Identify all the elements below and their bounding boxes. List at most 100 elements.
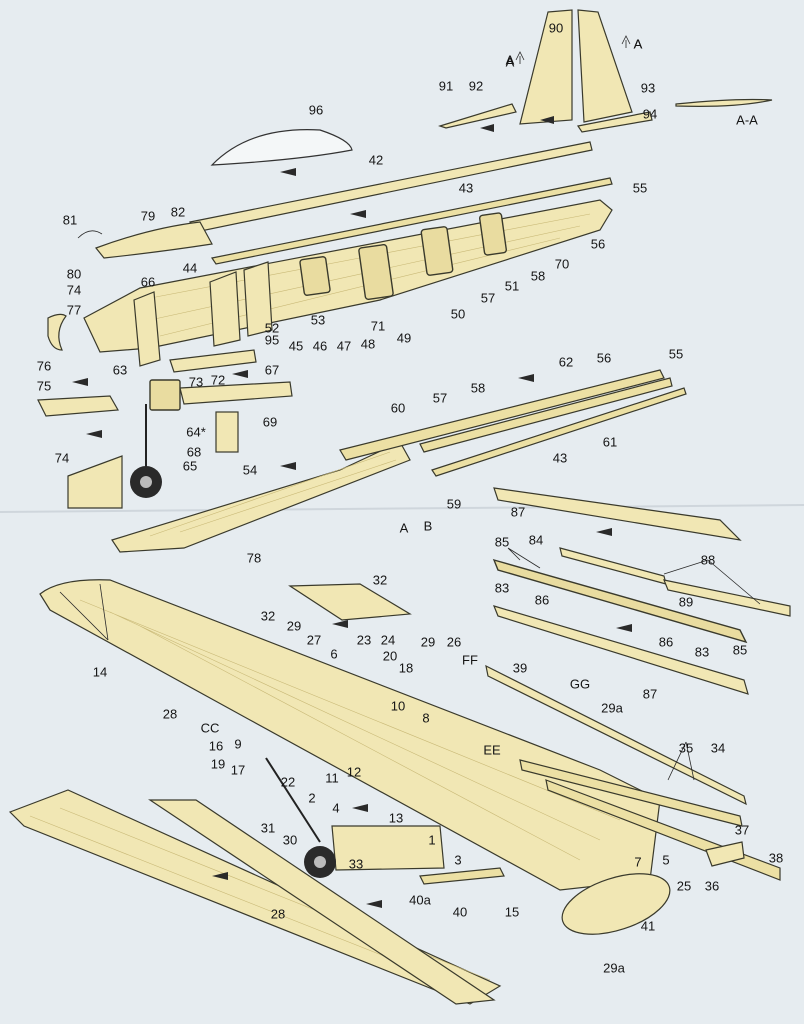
part-label: A xyxy=(505,52,515,68)
part-label: 79 xyxy=(140,208,156,224)
part-label: 34 xyxy=(710,740,726,756)
part-label: 50 xyxy=(450,306,466,322)
part-label: CC xyxy=(200,720,220,736)
part-label: 6 xyxy=(330,646,338,662)
part-label: 57 xyxy=(480,290,496,306)
part-label: 73 xyxy=(188,374,204,390)
part-label: 77 xyxy=(66,302,82,318)
part-label: EE xyxy=(483,742,501,758)
part-label: 84 xyxy=(528,532,544,548)
section-marker-left: A xyxy=(505,54,515,70)
sheet-fold-line xyxy=(0,504,804,513)
part-label: 85 xyxy=(732,642,748,658)
part-label: 32 xyxy=(260,608,276,624)
part-label: 70 xyxy=(554,256,570,272)
part-label: 90 xyxy=(548,20,564,36)
part-label: 7 xyxy=(634,854,642,870)
part-label: GG xyxy=(569,676,591,692)
part-label: 92 xyxy=(468,78,484,94)
part-label: 69 xyxy=(262,414,278,430)
part-label: 40a xyxy=(409,892,431,908)
part-label: 94 xyxy=(642,106,658,122)
part-label: 71 xyxy=(370,318,386,334)
part-label: 59 xyxy=(446,496,462,512)
part-label: 51 xyxy=(504,278,520,294)
part-label: 57 xyxy=(432,390,448,406)
part-label: 55 xyxy=(668,346,684,362)
part-label: 38 xyxy=(768,850,784,866)
part-label: 48 xyxy=(360,336,376,352)
main-wing-group xyxy=(8,579,781,1005)
leader-lines xyxy=(59,547,761,781)
part-label: 28 xyxy=(270,906,286,922)
part-label: 88 xyxy=(700,552,716,568)
part-label: 36 xyxy=(704,878,720,894)
part-label: 93 xyxy=(640,80,656,96)
part-label: 2 xyxy=(308,790,316,806)
fuselage-group xyxy=(47,141,613,367)
part-label: 82 xyxy=(170,204,186,220)
part-label: 56 xyxy=(596,350,612,366)
part-label: 35 xyxy=(678,740,694,756)
part-label: 43 xyxy=(552,450,568,466)
part-label: 53 xyxy=(310,312,326,328)
part-label: 62 xyxy=(558,354,574,370)
part-label: 11 xyxy=(325,770,339,786)
part-label: 20 xyxy=(382,648,398,664)
canopy-part xyxy=(210,129,353,166)
part-label: 42 xyxy=(368,152,384,168)
part-label: 87 xyxy=(510,504,526,520)
part-label: 87 xyxy=(642,686,658,702)
section-label: A-A xyxy=(736,112,758,128)
part-label: 74 xyxy=(54,450,70,466)
part-label: 58 xyxy=(470,380,486,396)
part-label: 14 xyxy=(92,664,108,680)
part-label: 86 xyxy=(658,634,674,650)
part-label: 8 xyxy=(422,710,430,726)
part-label: 18 xyxy=(398,660,414,676)
part-label: 83 xyxy=(494,580,510,596)
part-label: 9 xyxy=(234,736,242,752)
part-label: 13 xyxy=(388,810,404,826)
part-label: 3 xyxy=(454,852,462,868)
part-label: 63 xyxy=(112,362,128,378)
part-label: 47 xyxy=(336,338,352,354)
part-label: 89 xyxy=(678,594,694,610)
part-label: 86 xyxy=(534,592,550,608)
part-label: 4 xyxy=(332,800,340,816)
part-label: 22 xyxy=(280,774,296,790)
part-label: 28 xyxy=(162,706,178,722)
part-label: 1 xyxy=(428,832,436,848)
part-label: B xyxy=(423,518,433,534)
part-label: 54 xyxy=(242,462,258,478)
part-label: 46 xyxy=(312,338,328,354)
part-label: 52 xyxy=(264,320,280,336)
part-label: 60 xyxy=(390,400,406,416)
aileron-group xyxy=(492,487,791,695)
part-label: 29 xyxy=(420,634,436,650)
part-label: 17 xyxy=(230,762,246,778)
part-label: 25 xyxy=(676,878,692,894)
part-label: 56 xyxy=(590,236,606,252)
part-label: 66 xyxy=(140,274,156,290)
part-label: 83 xyxy=(694,644,710,660)
part-label: 39 xyxy=(512,660,528,676)
part-label: 29 xyxy=(286,618,302,634)
part-label: 58 xyxy=(530,268,546,284)
part-label: 33 xyxy=(348,856,364,872)
part-label: 26 xyxy=(446,634,462,650)
part-label: 43 xyxy=(458,180,474,196)
part-label: A xyxy=(399,520,409,536)
part-label: 55 xyxy=(632,180,648,196)
part-label: 91 xyxy=(438,78,454,94)
part-label: 23 xyxy=(356,632,372,648)
part-label: 29a xyxy=(603,960,625,976)
direction-arrows xyxy=(72,116,632,908)
part-label: 19 xyxy=(210,756,226,772)
part-label: 85 xyxy=(494,534,510,550)
part-label: 74 xyxy=(66,282,82,298)
section-marker-right: A xyxy=(633,36,643,52)
part-label: 78 xyxy=(246,550,262,566)
part-label: 32 xyxy=(372,572,388,588)
part-label: 95 xyxy=(264,332,280,348)
